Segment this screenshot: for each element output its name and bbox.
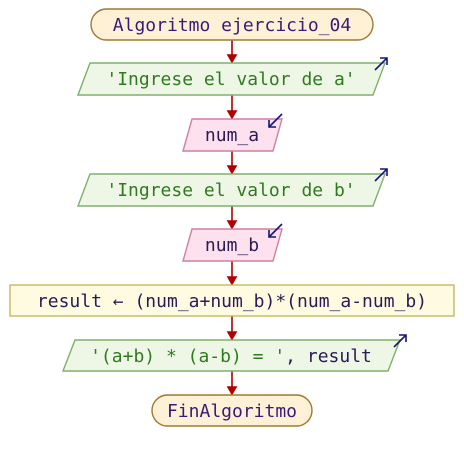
assign-target: result xyxy=(37,291,102,312)
assign-arrow: ← xyxy=(113,291,135,312)
assign-expression: (num_a+num_b)*(num_a-num_b) xyxy=(134,291,427,312)
input-arrow-icon xyxy=(268,223,283,238)
output-text-a: 'Ingrese el valor de a' xyxy=(106,69,355,90)
output-arrow-icon xyxy=(374,168,388,182)
algorithm-title: Algoritmo ejercicio_04 xyxy=(113,15,351,36)
output-arrow-icon xyxy=(393,334,407,348)
input-block-a: num_a xyxy=(182,113,283,152)
assignment-statement: result ← (num_a+num_b)*(num_a-num_b) xyxy=(37,291,427,312)
input-var-a: num_a xyxy=(205,125,259,146)
output-block-a: 'Ingrese el valor de a' xyxy=(76,57,388,96)
output-result-text: '(a+b) * (a-b) = ', result xyxy=(90,346,372,367)
output-block-result: '(a+b) * (a-b) = ', result xyxy=(61,334,407,372)
start-terminal: Algoritmo ejercicio_04 xyxy=(90,8,374,41)
output-result-var: result xyxy=(307,346,372,367)
input-block-b: num_b xyxy=(182,223,283,262)
end-terminal: FinAlgoritmo xyxy=(151,394,313,427)
output-arrow-icon xyxy=(374,57,388,71)
output-block-b: 'Ingrese el valor de b' xyxy=(76,168,388,207)
end-label: FinAlgoritmo xyxy=(167,401,297,422)
input-arrow-icon xyxy=(268,113,283,128)
output-result-literal: '(a+b) * (a-b) = ' xyxy=(90,346,285,367)
flow-connectors xyxy=(226,40,238,396)
output-result-separator: , xyxy=(285,346,307,367)
process-block: result ← (num_a+num_b)*(num_a-num_b) xyxy=(9,284,455,317)
input-var-b: num_b xyxy=(205,235,259,256)
output-text-b: 'Ingrese el valor de b' xyxy=(106,180,355,201)
